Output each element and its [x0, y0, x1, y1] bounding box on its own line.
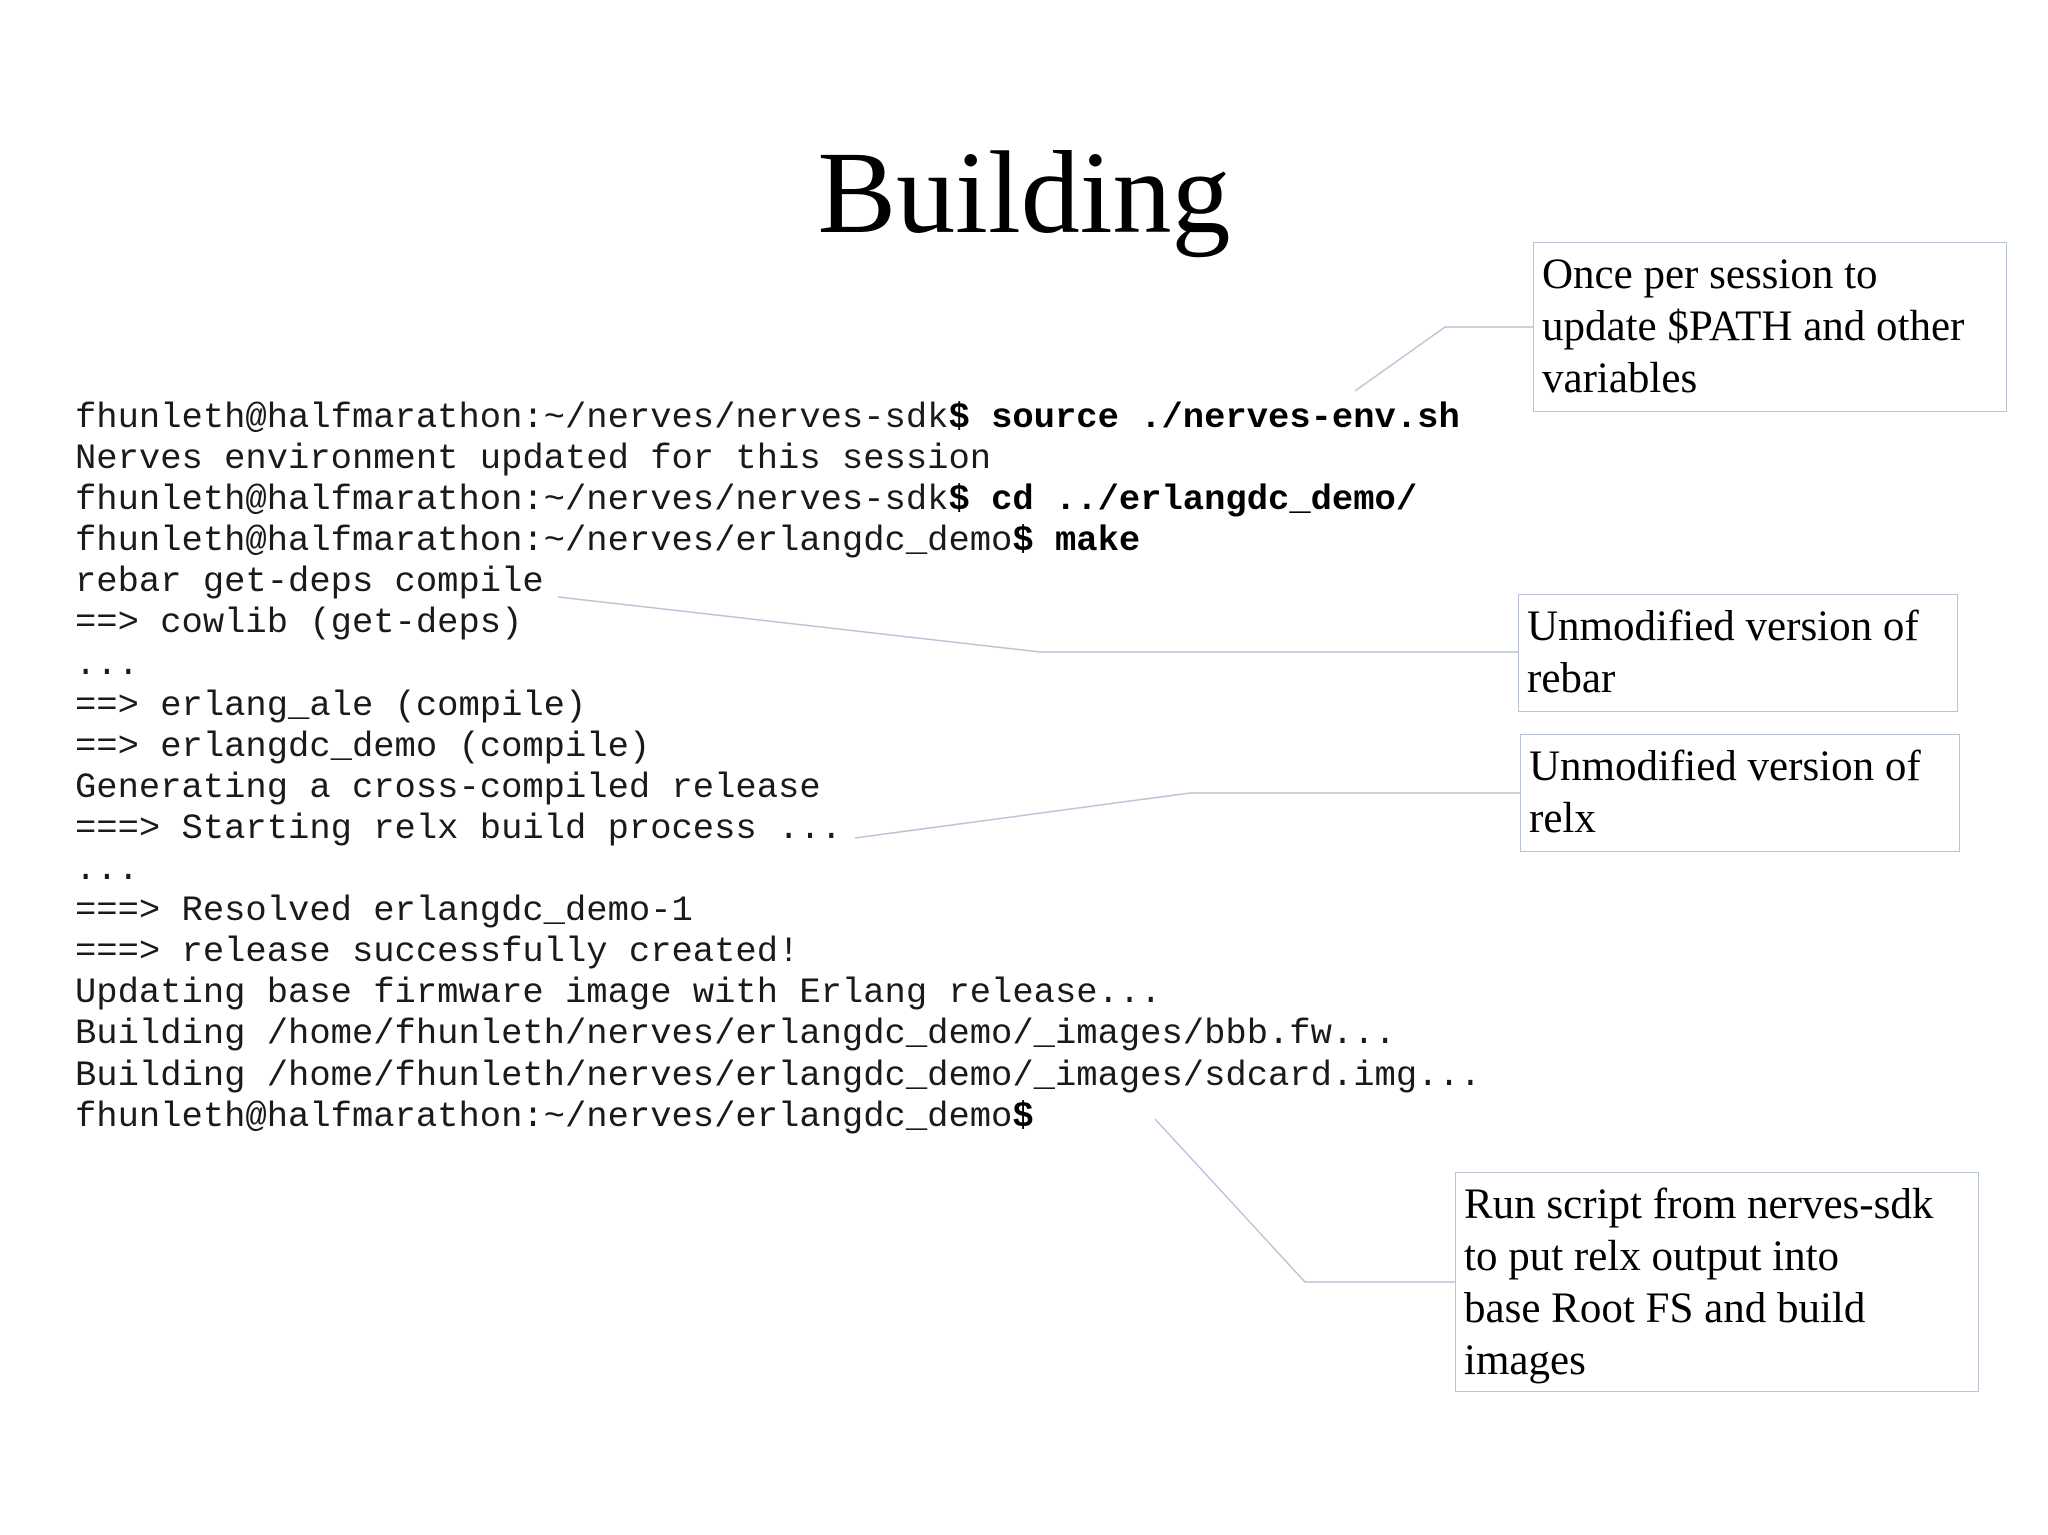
- shell-command: make: [1033, 520, 1141, 562]
- callout-env-script: Once per session to update $PATH and oth…: [1533, 242, 2007, 412]
- terminal-line: fhunleth@halfmarathon:~/nerves/nerves-sd…: [75, 479, 1481, 520]
- shell-command: cd ../erlangdc_demo/: [969, 479, 1418, 521]
- callout-rebar: Unmodified version of rebar: [1518, 594, 1958, 712]
- shell-prompt: fhunleth@halfmarathon:~/nerves/nerves-sd…: [75, 479, 949, 521]
- terminal-line: rebar get-deps compile: [75, 561, 1481, 602]
- terminal-line: Building /home/fhunleth/nerves/erlangdc_…: [75, 1013, 1481, 1054]
- prompt-sigil: $: [1012, 1095, 1034, 1137]
- terminal-line: ===> release successfully created!: [75, 931, 1481, 972]
- output-text: ==> cowlib (get-deps): [75, 602, 523, 644]
- slide-title: Building: [817, 127, 1231, 258]
- terminal-line: Updating base firmware image with Erlang…: [75, 972, 1481, 1013]
- prompt-sigil: $: [948, 479, 970, 521]
- terminal-line: ==> erlang_ale (compile): [75, 685, 1481, 726]
- shell-prompt: fhunleth@halfmarathon:~/nerves/nerves-sd…: [75, 397, 949, 438]
- shell-command: source ./nerves-env.sh: [969, 397, 1460, 438]
- output-text: Building /home/fhunleth/nerves/erlangdc_…: [75, 1013, 1396, 1055]
- output-text: Building /home/fhunleth/nerves/erlangdc_…: [75, 1054, 1482, 1096]
- output-text: Updating base firmware image with Erlang…: [75, 972, 1162, 1014]
- leader-line-relx: [854, 792, 1522, 839]
- output-text: ==> erlang_ale (compile): [75, 684, 587, 726]
- terminal-line: ===> Resolved erlangdc_demo-1: [75, 890, 1481, 931]
- output-text: ===> Starting relx build process ...: [75, 807, 842, 849]
- terminal-line: ==> cowlib (get-deps): [75, 602, 1481, 643]
- terminal-line: ...: [75, 849, 1481, 890]
- leader-line-rebar: [557, 596, 1520, 653]
- output-text: Nerves environment updated for this sess…: [75, 438, 992, 480]
- prompt-sigil: $: [1012, 520, 1034, 562]
- terminal-line: ...: [75, 644, 1481, 685]
- callout-relx: Unmodified version of relx: [1520, 734, 1960, 852]
- terminal-line: Nerves environment updated for this sess…: [75, 438, 1481, 479]
- leader-line-script: [1154, 1118, 1457, 1283]
- terminal-line: ==> erlangdc_demo (compile): [75, 726, 1481, 767]
- terminal-line: Generating a cross-compiled release: [75, 767, 1481, 808]
- prompt-sigil: $: [948, 397, 970, 438]
- leader-line-env: [1354, 326, 1535, 392]
- terminal-line: fhunleth@halfmarathon:~/nerves/erlangdc_…: [75, 520, 1481, 561]
- terminal-line: fhunleth@halfmarathon:~/nerves/erlangdc_…: [75, 1096, 1481, 1137]
- terminal-output: fhunleth@halfmarathon:~/nerves/nerves-sd…: [75, 397, 1481, 1137]
- terminal-line: fhunleth@halfmarathon:~/nerves/nerves-sd…: [75, 397, 1481, 438]
- callout-build-script: Run script from nerves-sdk to put relx o…: [1455, 1172, 1979, 1392]
- terminal-line: ===> Starting relx build process ...: [75, 808, 1481, 849]
- shell-prompt: fhunleth@halfmarathon:~/nerves/erlangdc_…: [75, 520, 1013, 562]
- output-text: ===> Resolved erlangdc_demo-1: [75, 890, 693, 932]
- output-text: Generating a cross-compiled release: [75, 766, 821, 808]
- output-text: rebar get-deps compile: [75, 561, 544, 603]
- output-text: ===> release successfully created!: [75, 931, 800, 973]
- terminal-line: Building /home/fhunleth/nerves/erlangdc_…: [75, 1055, 1481, 1096]
- output-text: ...: [75, 643, 139, 685]
- shell-prompt: fhunleth@halfmarathon:~/nerves/erlangdc_…: [75, 1095, 1013, 1137]
- output-text: ...: [75, 849, 139, 891]
- output-text: ==> erlangdc_demo (compile): [75, 725, 651, 767]
